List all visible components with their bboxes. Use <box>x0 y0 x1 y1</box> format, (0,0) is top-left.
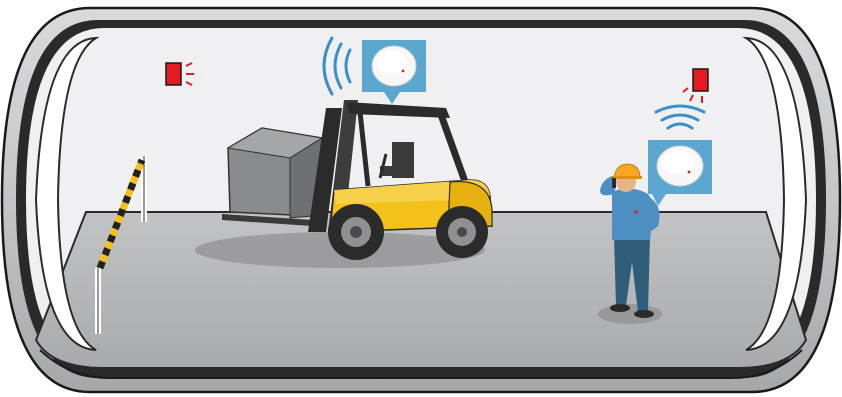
forklift-rear-wheel <box>436 206 488 258</box>
forklift-front-wheel <box>328 204 384 260</box>
phone <box>612 178 616 188</box>
